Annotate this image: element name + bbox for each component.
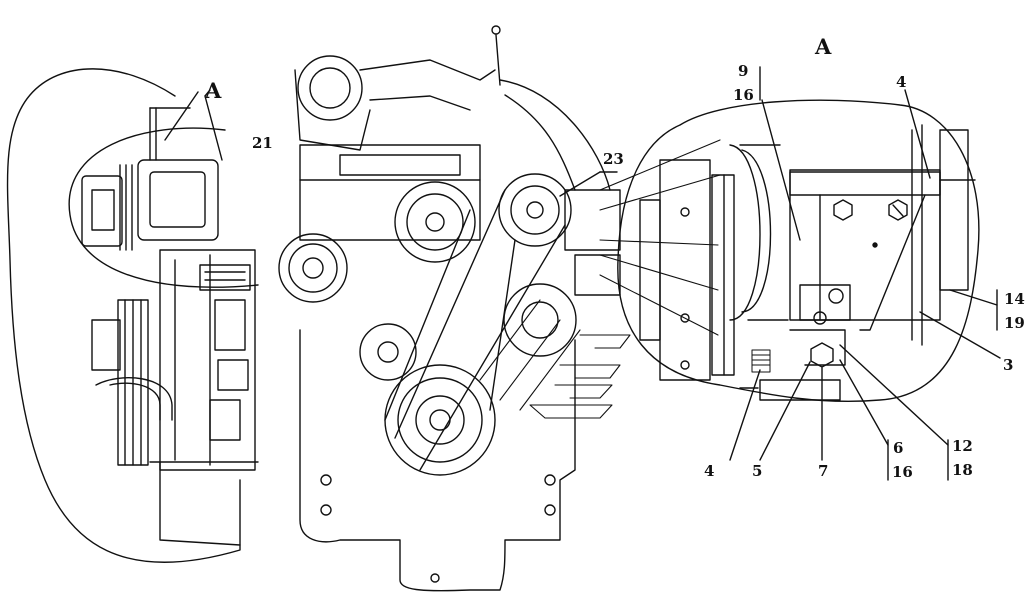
center-front-view: [278, 25, 631, 592]
callout-16-bottom: 16: [892, 463, 913, 481]
left-side-view: [6, 68, 259, 563]
left-compressor-body: [137, 159, 219, 241]
left-view-boundary: [6, 68, 241, 563]
detail-spring: [751, 349, 771, 373]
alternator: [278, 233, 348, 303]
turbocharger: [297, 55, 363, 121]
callout-5: 5: [752, 462, 763, 480]
drive-belt-2: [384, 209, 516, 421]
detail-compressor-body: [789, 169, 941, 321]
callout-7: 7: [818, 462, 829, 480]
callout-23: 23: [603, 150, 624, 168]
crankshaft-pulley: [384, 364, 496, 476]
right-view-boundary: [617, 99, 980, 402]
detail-bolt-left: [833, 199, 853, 221]
ac-compressor-pulley: [498, 173, 572, 247]
callout-3: 3: [1003, 356, 1014, 374]
idler-pulley: [359, 323, 417, 381]
callout-9: 9: [738, 62, 749, 80]
callout-6: 6: [893, 439, 904, 457]
detail-pulley: [711, 174, 735, 376]
water-pump-pulley: [394, 181, 476, 263]
callout-4-top: 4: [896, 73, 907, 91]
engine-outline: [299, 329, 576, 592]
callout-19: 19: [1004, 314, 1025, 332]
view-label-left: A: [205, 78, 222, 103]
view-label-right: A: [815, 34, 832, 59]
left-detail-circle: [68, 127, 259, 288]
detail-bolt-right: [888, 199, 908, 221]
detail-bolt-7: [810, 342, 834, 368]
callout-12: 12: [952, 437, 973, 455]
right-detail-view: [599, 66, 1001, 481]
callout-4-bottom: 4: [704, 462, 715, 480]
callout-18: 18: [952, 461, 973, 479]
drive-belt-1: [394, 189, 566, 471]
callout-16-top: 16: [733, 86, 754, 104]
callout-14: 14: [1004, 290, 1025, 308]
callout-21: 21: [252, 134, 273, 152]
